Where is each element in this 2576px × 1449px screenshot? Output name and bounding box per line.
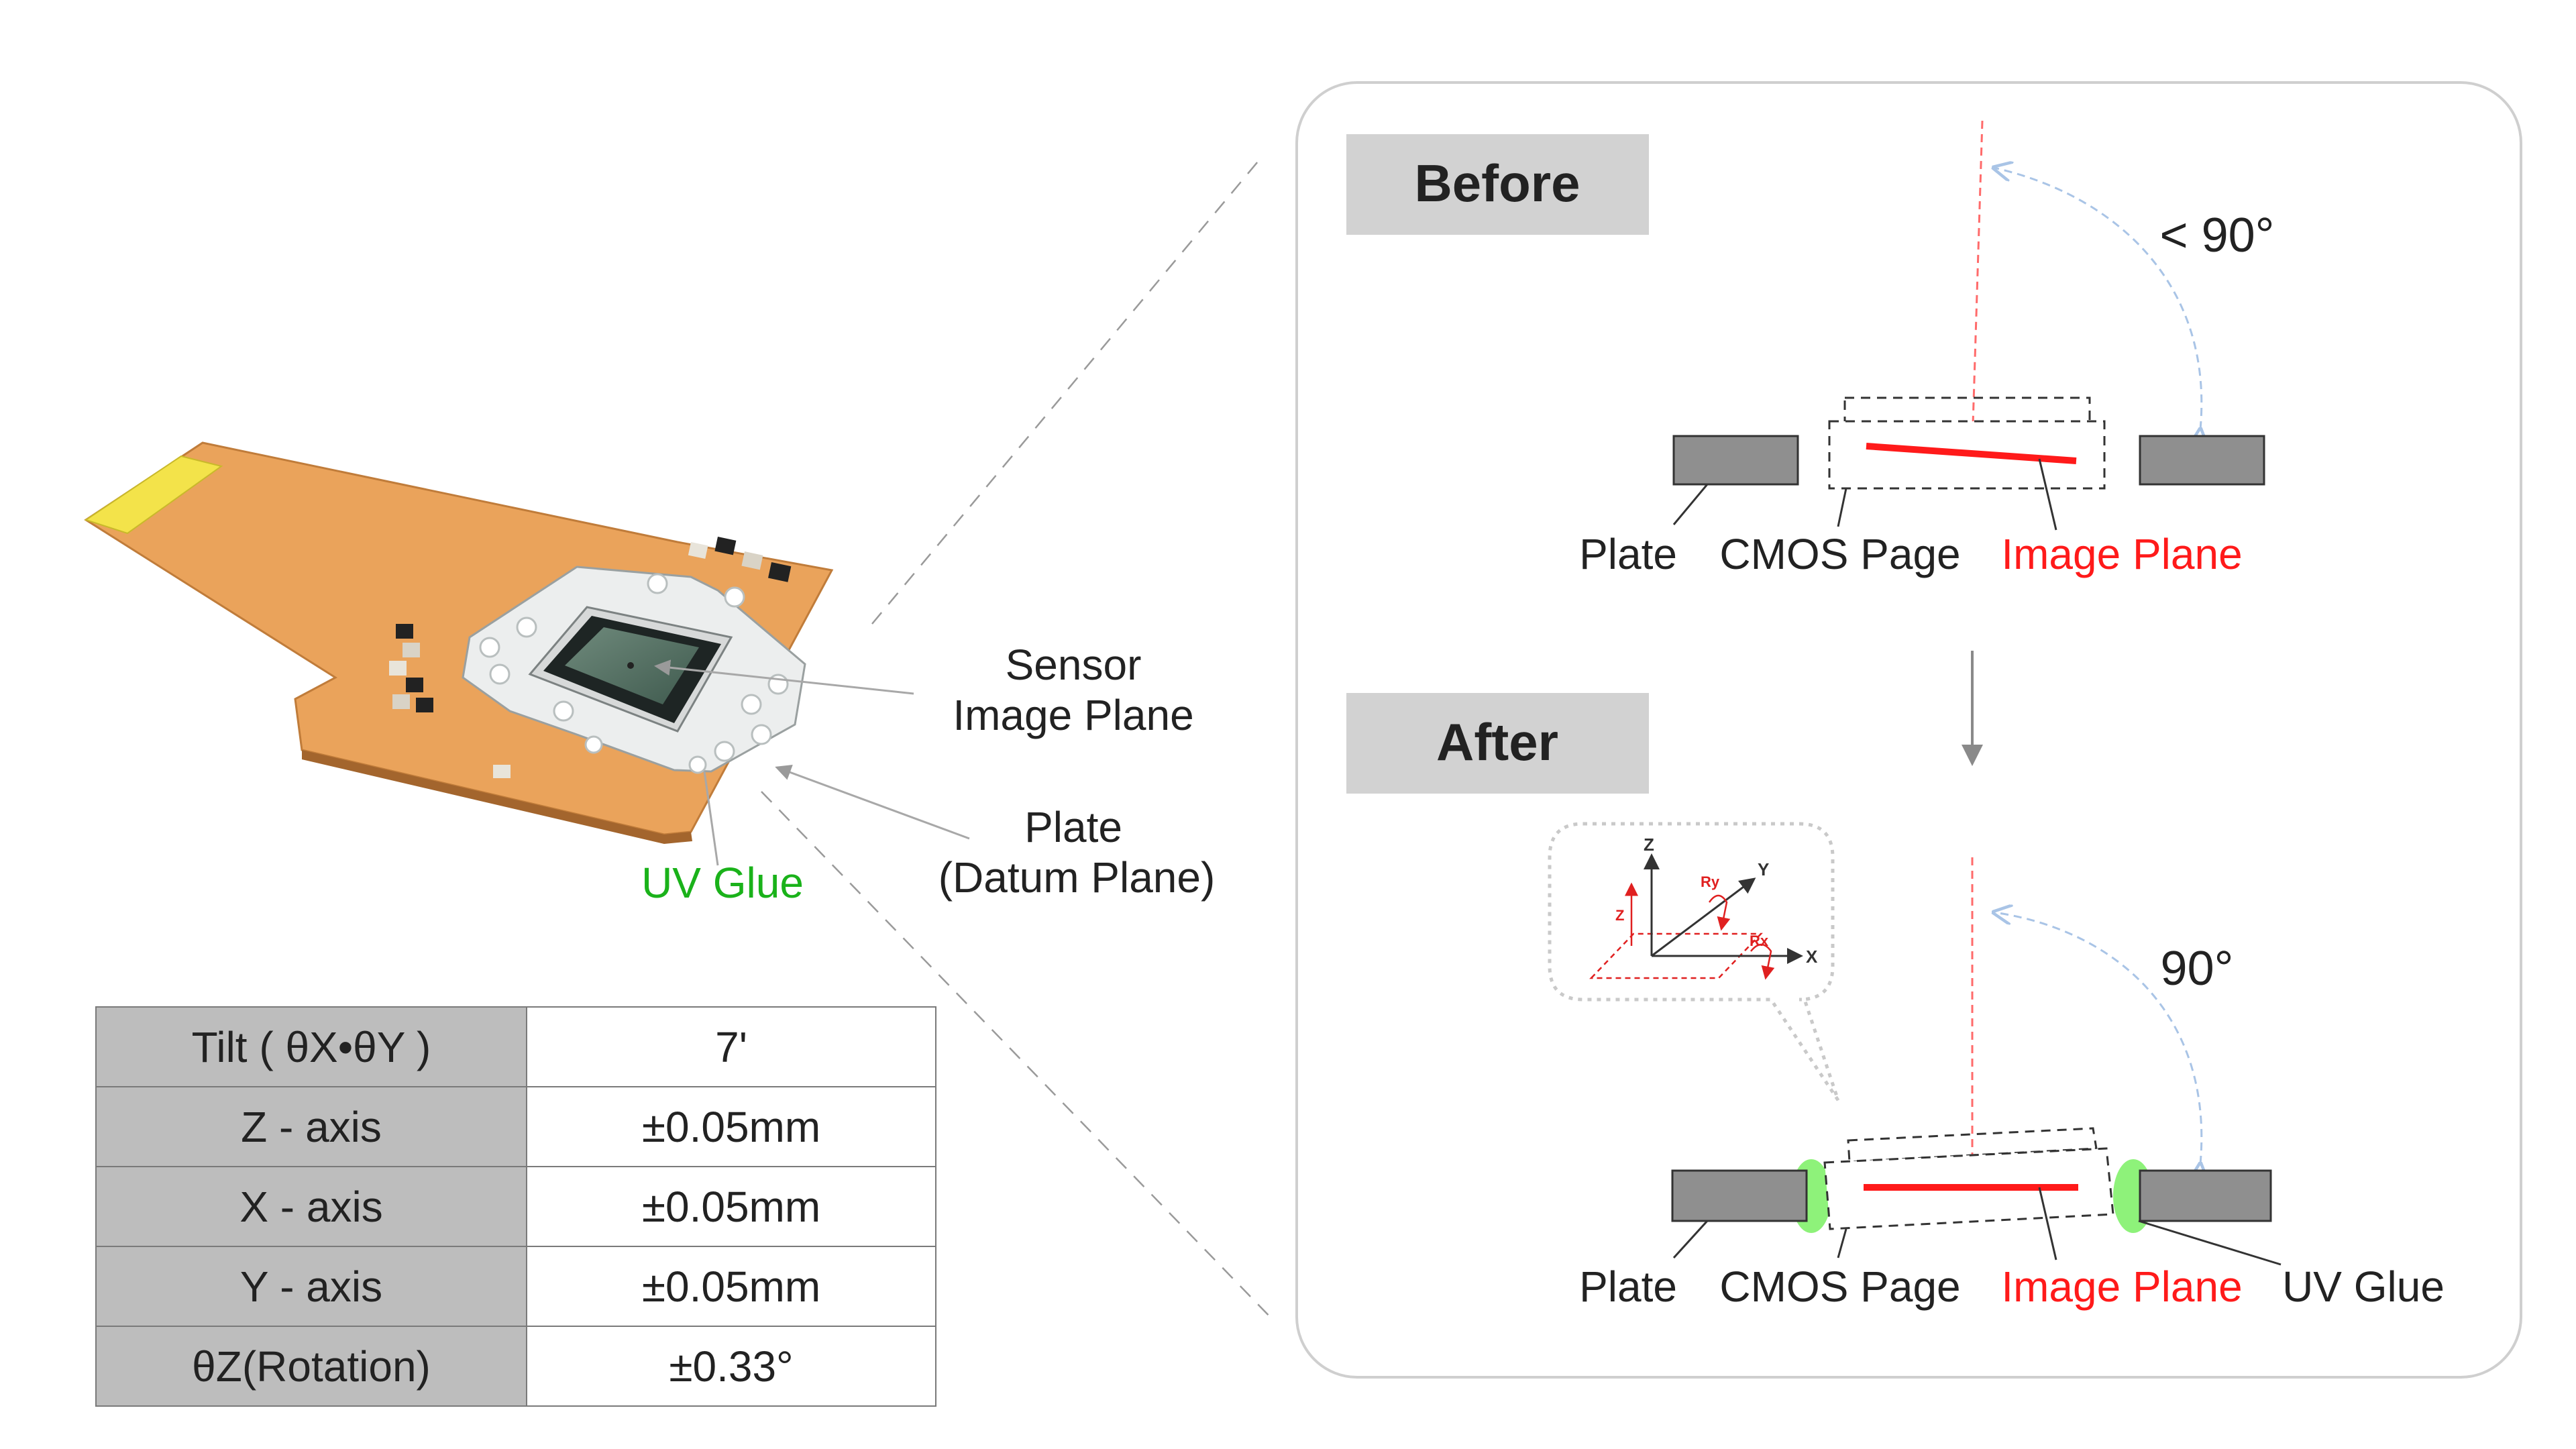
after-leaders (1672, 1187, 2282, 1266)
z-axis-label: Z (1644, 835, 1654, 855)
sensor-leader (654, 659, 914, 695)
y-axis-arrow (1651, 877, 1756, 957)
axis-callout-bubble (1548, 822, 1840, 1102)
spec-value: ±0.33° (526, 1326, 936, 1407)
smd-components (389, 537, 792, 778)
rx-rotation-arrow (1750, 943, 1775, 980)
after-angle-arc (1994, 912, 2202, 1164)
spec-param: Tilt ( θX•θY ) (95, 1006, 527, 1087)
after-plate-right (2139, 1169, 2272, 1222)
ry-label: Ry (1701, 873, 1720, 890)
after-angle-label: 90° (2161, 942, 2234, 996)
before-cmos-label: CMOS Page (1719, 530, 1960, 578)
after-plate-label: Plate (1579, 1263, 1677, 1311)
sensor-label-line1: Sensor (1006, 641, 1142, 689)
table-row: θZ(Rotation) ±0.33° (95, 1326, 936, 1407)
axis-plane (1589, 932, 1763, 979)
spec-value: 7' (526, 1006, 936, 1087)
axis-diagram: Z Y X Z Ry Rx (1589, 835, 1818, 980)
plate-label-line1: Plate (1024, 803, 1122, 851)
table-row: X - axis ±0.05mm (95, 1166, 936, 1247)
sensor-module-illustration (84, 441, 834, 844)
after-uv-glue-label: UV Glue (2282, 1263, 2445, 1311)
before-section: Before < 90° Plate CMOS Page Image Plane (1346, 120, 2275, 578)
after-cmos-top-outline (1847, 1127, 2098, 1163)
plate-leader (775, 765, 970, 840)
spec-param: θZ(Rotation) (95, 1326, 527, 1407)
y-axis-label: Y (1758, 859, 1769, 879)
spec-value: ±0.05mm (526, 1166, 936, 1247)
before-angle-label: < 90° (2160, 209, 2275, 262)
table-row: Tilt ( θX•θY ) 7' (95, 1006, 936, 1087)
spec-param: Y - axis (95, 1246, 527, 1327)
table-row: Z - axis ±0.05mm (95, 1086, 936, 1167)
left-leader-lines (654, 659, 970, 866)
before-plate-label: Plate (1579, 530, 1677, 578)
detail-panel (1295, 81, 2522, 1379)
sensor-label-line2: Image Plane (953, 691, 1193, 739)
after-title-box (1346, 693, 1649, 794)
zoom-connector-lines (761, 157, 1275, 1322)
after-plate-left (1671, 1169, 1808, 1222)
spec-param: Z - axis (95, 1086, 527, 1167)
after-labels: Plate CMOS Page Image Plane UV Glue (1579, 1263, 2445, 1311)
before-image-plane (1866, 443, 2077, 464)
sensor-center-dot (627, 662, 634, 669)
z-translation-label: Z (1615, 907, 1624, 924)
spec-param: X - axis (95, 1166, 527, 1247)
spec-value: ±0.05mm (526, 1086, 936, 1167)
plate-label-line2: (Datum Plane) (938, 853, 1216, 902)
uv-glue-label: UV Glue (641, 859, 804, 907)
before-normal-line (1971, 120, 1984, 447)
flex-cable-edge (302, 750, 692, 844)
before-leaders (1672, 458, 2057, 531)
before-labels: Plate CMOS Page Image Plane (1579, 530, 2243, 578)
tolerance-spec-table: Tilt ( θX•θY ) 7' Z - axis ±0.05mm X - a… (95, 1006, 936, 1407)
before-plate-right (2139, 435, 2265, 486)
before-image-plane-label: Image Plane (2001, 530, 2242, 578)
after-title: After (1436, 712, 1558, 771)
gold-connector (84, 455, 223, 535)
rx-label: Rx (1750, 932, 1769, 949)
before-title-box (1346, 134, 1649, 235)
before-angle-arc (1994, 168, 2202, 429)
before-plate-left (1672, 435, 1799, 486)
before-title: Before (1414, 154, 1580, 213)
after-cmos-label: CMOS Page (1719, 1263, 1960, 1311)
ry-rotation-arrow (1708, 894, 1731, 931)
spec-value: ±0.05mm (526, 1246, 936, 1327)
after-section: After Z Y X Z Ry Rx 90° (1346, 693, 2445, 1311)
left-labels: Sensor Image Plane Plate (Datum Plane) U… (641, 641, 1215, 907)
after-image-plane-label: Image Plane (2001, 1263, 2242, 1311)
uv-glue-leader (703, 771, 719, 866)
x-axis-label: X (1806, 947, 1818, 967)
plate-holes (479, 573, 789, 774)
table-row: Y - axis ±0.05mm (95, 1246, 936, 1327)
